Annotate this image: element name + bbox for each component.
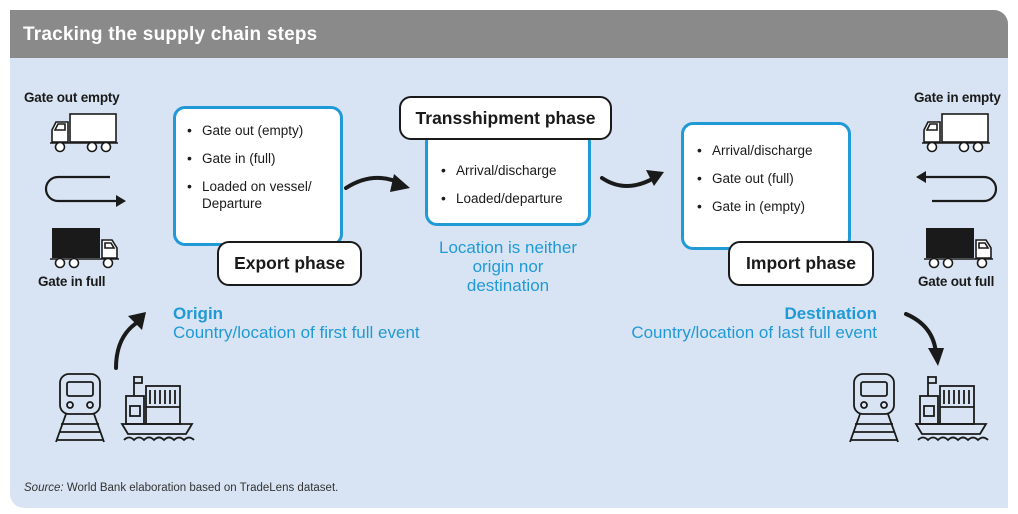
destination-description: Country/location of last full event xyxy=(631,323,877,342)
curved-arrow-up-icon xyxy=(114,312,146,370)
list-item: Gate out (empty) xyxy=(186,122,336,139)
import-phase-label: Import phase xyxy=(728,241,874,286)
list-item: Gate in (full) xyxy=(186,150,336,167)
list-item: Arrival/discharge xyxy=(696,142,846,159)
list-item: Arrival/discharge xyxy=(440,162,590,179)
import-phase-list: Arrival/discharge Gate out (full) Gate i… xyxy=(696,142,846,226)
ship-containers-icon xyxy=(120,376,195,442)
source-note: Source: World Bank elaboration based on … xyxy=(24,482,338,494)
source-label: Source: xyxy=(24,482,64,494)
list-item: Loaded/departure xyxy=(440,190,590,207)
list-item: Gate in (empty) xyxy=(696,198,846,215)
gate-in-full-label: Gate in full xyxy=(38,274,106,289)
transshipment-phase-label: Transshipment phase xyxy=(399,96,612,140)
ship-containers-icon xyxy=(914,376,989,442)
truck-filled-icon xyxy=(924,228,993,269)
source-text: World Bank elaboration based on TradeLen… xyxy=(66,482,339,494)
gate-out-empty-label: Gate out empty xyxy=(24,90,120,105)
train-icon xyxy=(849,373,899,443)
gate-out-full-label: Gate out full xyxy=(918,274,995,289)
infographic-panel: Tracking the supply chain steps Gate out… xyxy=(10,10,1008,508)
transshipment-phase-list: Arrival/discharge Loaded/departure xyxy=(440,162,590,218)
train-icon xyxy=(55,373,105,443)
destination-title: Destination xyxy=(784,304,877,323)
transshipment-note: Location is neither origin nor destinati… xyxy=(439,238,577,295)
page-title: Tracking the supply chain steps xyxy=(23,24,318,45)
export-phase-box: Gate out (empty) Gate in (full) Loaded o… xyxy=(173,106,343,246)
origin-title: Origin xyxy=(173,304,224,323)
curved-arrow-icon xyxy=(600,170,664,188)
export-phase-label: Export phase xyxy=(217,241,362,286)
truck-filled-icon xyxy=(50,228,119,269)
list-item: Gate out (full) xyxy=(696,170,846,187)
origin-description: Country/location of first full event xyxy=(173,323,420,342)
title-bar: Tracking the supply chain steps xyxy=(10,10,1008,58)
truck-outline-icon xyxy=(50,113,118,153)
curved-arrow-down-icon xyxy=(904,312,944,366)
u-turn-arrow-icon xyxy=(916,171,998,203)
gate-in-empty-label: Gate in empty xyxy=(914,90,1001,105)
curved-arrow-icon xyxy=(344,174,410,192)
truck-outline-icon xyxy=(922,113,990,153)
list-item: Loaded on vessel/ Departure xyxy=(186,178,336,212)
export-phase-list: Gate out (empty) Gate in (full) Loaded o… xyxy=(186,122,336,223)
transshipment-phase-box: Arrival/discharge Loaded/departure xyxy=(425,130,591,226)
import-phase-box: Arrival/discharge Gate out (full) Gate i… xyxy=(681,122,851,250)
u-turn-arrow-icon xyxy=(44,175,126,207)
